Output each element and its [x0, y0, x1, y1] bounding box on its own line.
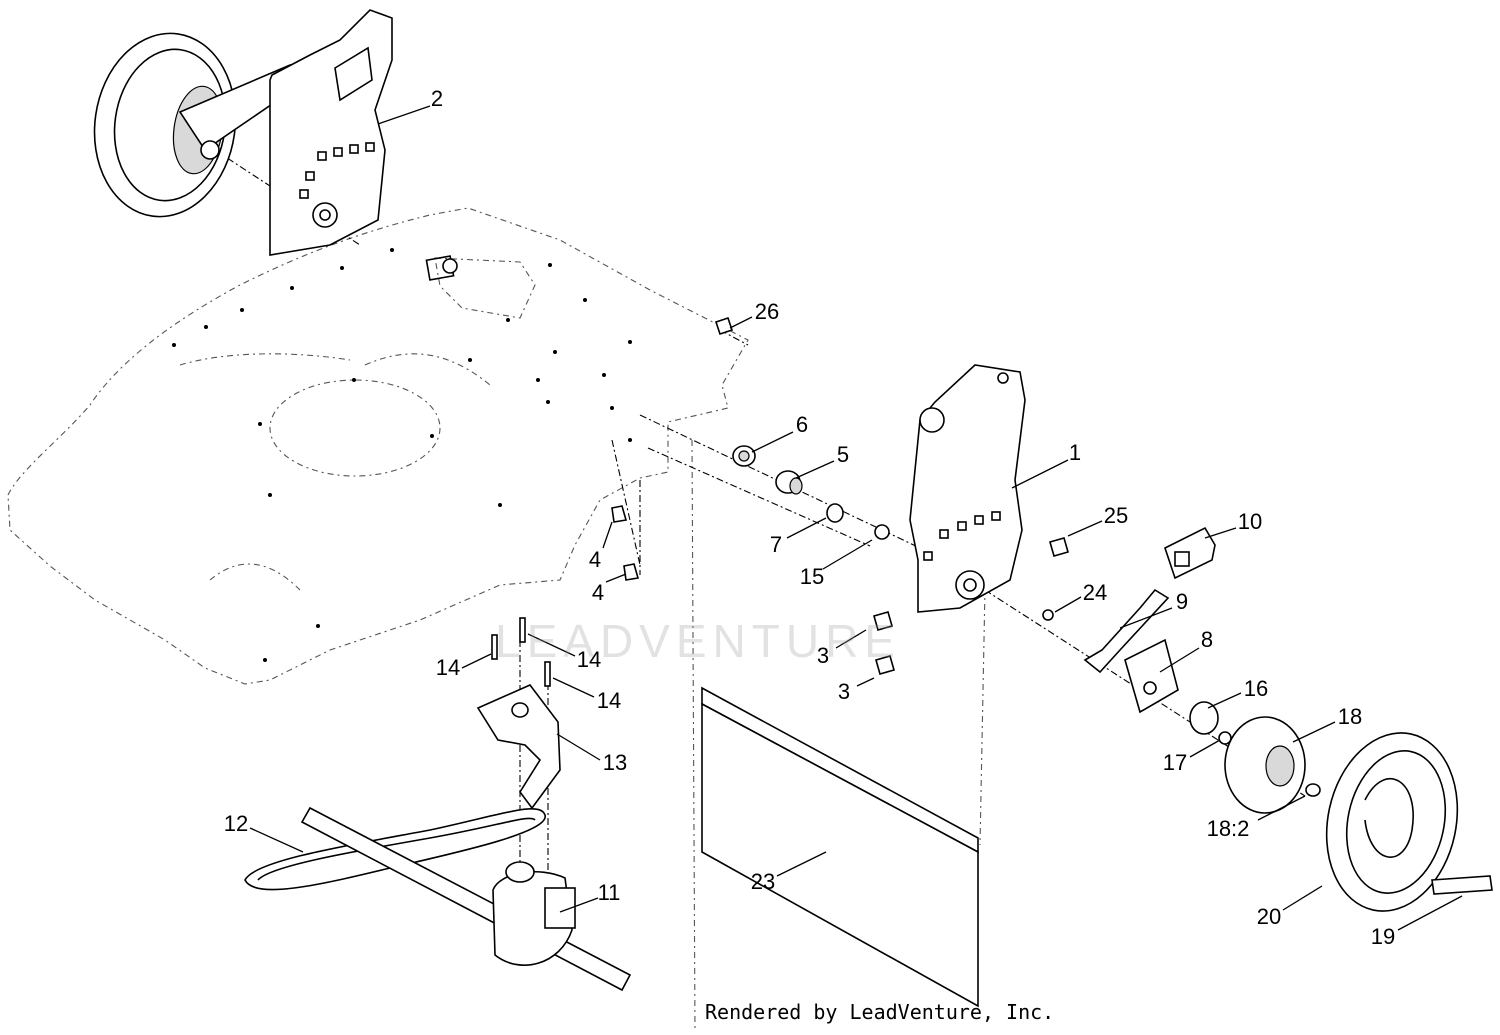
callout-leader-19-23: [1397, 895, 1463, 931]
callout-leader-6-7: [751, 431, 794, 453]
watermark: LEADVENTURE: [495, 615, 901, 667]
rear-flap: [701, 686, 979, 1008]
callout-label-3: 3: [817, 643, 829, 668]
callout-label-11: 11: [598, 880, 621, 905]
callout-leader-4-4: [602, 521, 613, 549]
callout-leader-13-14: [556, 733, 601, 761]
callout-label-14: 14: [577, 647, 601, 672]
callout-leader-9-10: [1119, 607, 1173, 629]
height-lever-assembly: [1083, 526, 1232, 745]
callout-leader-7-8: [786, 517, 827, 539]
pivot-hardware: [611, 316, 1069, 675]
callout-leader-20-24: [1282, 885, 1323, 911]
callout-label-14: 14: [597, 688, 621, 713]
footer-credit: Rendered by LeadVenture, Inc.: [705, 1000, 1055, 1024]
callout-leader-25-27: [1067, 520, 1103, 537]
mower-deck-phantom: [7, 207, 749, 685]
callout-leader-14-17: [552, 677, 595, 698]
callout-leader-10-11: [1204, 527, 1237, 539]
rear-wheel-assembly: [1224, 716, 1493, 912]
callout-label-16: 16: [1244, 676, 1268, 701]
callout-label-14: 14: [436, 655, 460, 680]
callout-label-26: 26: [755, 299, 779, 324]
callout-label-10: 10: [1238, 509, 1262, 534]
callout-label-12: 12: [224, 811, 248, 836]
callout-label-4: 4: [592, 580, 604, 605]
height-adjust-bracket-rear: [909, 364, 1026, 613]
callout-label-24: 24: [1083, 580, 1107, 605]
callout-label-19: 19: [1371, 924, 1395, 949]
callout-label-7: 7: [770, 532, 782, 557]
centerlines: [214, 149, 1306, 1033]
callout-label-1: 1: [1069, 440, 1081, 465]
callout-leaders: [249, 105, 1463, 931]
callout-label-4: 4: [589, 547, 601, 572]
callout-label-8: 8: [1201, 627, 1213, 652]
callout-leader-15-18: [822, 539, 873, 570]
callout-leader-17-20: [1189, 739, 1221, 758]
callout-leader-3-2: [835, 629, 867, 649]
callout-leader-2-1: [377, 105, 431, 125]
callout-label-17: 17: [1163, 750, 1187, 775]
callout-label-20: 20: [1257, 904, 1281, 929]
callout-label-18: 18: [1338, 704, 1362, 729]
callout-label-15: 15: [800, 564, 824, 589]
callout-label-5: 5: [837, 442, 849, 467]
callout-leader-11-12: [559, 897, 599, 913]
callout-leader-3-3: [856, 677, 875, 687]
callout-leader-5-6: [795, 460, 835, 479]
callout-leader-26-28: [729, 316, 753, 329]
callout-leader-14-15: [461, 653, 492, 669]
callout-leader-1-0: [1011, 459, 1069, 489]
callout-leader-16-19: [1207, 692, 1242, 709]
callout-label-23: 23: [751, 869, 775, 894]
callout-label-2: 2: [431, 86, 443, 111]
callout-label-6: 6: [796, 412, 808, 437]
callout-label-18-2: 18:2: [1207, 816, 1250, 841]
callout-label-9: 9: [1176, 589, 1188, 614]
callout-leader-24-26: [1054, 596, 1082, 613]
drive-assembly: [244, 617, 632, 992]
callout-leader-14-16: [527, 633, 576, 657]
callout-leader-8-9: [1159, 647, 1200, 673]
front-wheel-and-height-bracket: [93, 9, 393, 256]
callout-leader-4-5: [605, 573, 627, 583]
callout-label-13: 13: [603, 750, 627, 775]
callout-leader-12-13: [249, 827, 304, 853]
callout-label-25: 25: [1104, 503, 1128, 528]
callout-leader-23-25: [776, 851, 827, 877]
callout-leader-18-21: [1292, 721, 1336, 743]
callout-label-3: 3: [838, 679, 850, 704]
callout-leader-18-2-22: [1257, 795, 1306, 821]
